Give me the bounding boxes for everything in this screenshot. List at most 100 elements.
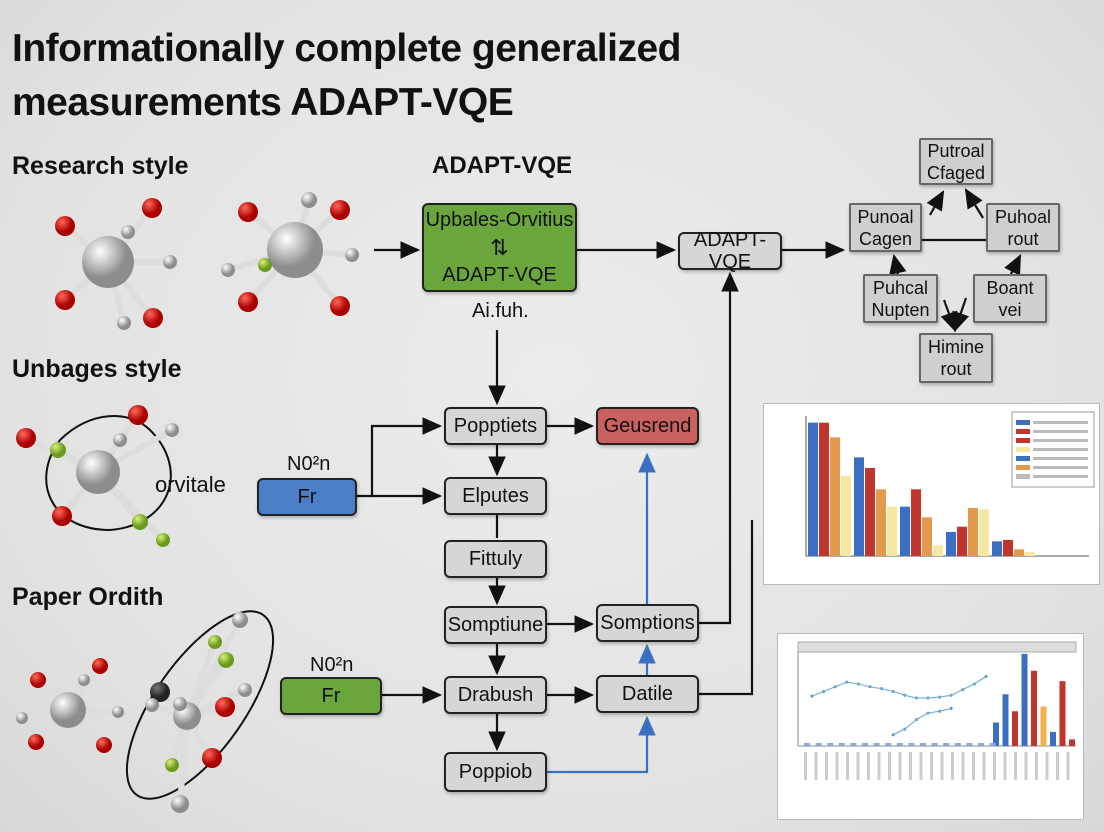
tick-label [919,752,923,780]
atom [132,514,148,530]
atom [52,506,72,526]
bar [1025,552,1035,556]
arrow [926,190,945,216]
atom [163,255,177,269]
atom [113,433,127,447]
atom [50,442,66,458]
green-box-caption: Ai.fuh. [472,300,529,322]
small-bar [978,743,984,746]
arrow [952,297,970,333]
tick-label [1045,752,1049,780]
box-label: Upbales-Orvitius [425,209,574,231]
small-bar [908,743,915,746]
box-label: Cagen [858,228,913,249]
bar [992,541,1002,556]
atom [202,748,222,768]
tick-label [814,752,818,780]
atom [165,758,179,772]
adapt-vqe-box[interactable]: ADAPT-VQE [678,229,782,273]
bar [968,508,978,556]
somptiune-box[interactable]: Somptiune [444,606,547,644]
box-label: rout [940,359,972,379]
atom [238,202,258,222]
elputes-box[interactable]: Elputes [444,477,547,515]
small-bar [931,743,938,746]
tick-label [1024,752,1028,780]
molecule [16,658,124,753]
bar [1050,731,1056,746]
small-bar [896,743,903,746]
bar [922,517,932,556]
blue-input-caption: N0²n [287,453,331,475]
bar [819,422,829,556]
small-bar [954,743,961,746]
atom [55,216,75,236]
bar [1021,653,1028,746]
watermark: Grok [1030,796,1070,816]
bar-chart-panel [763,403,1100,585]
bar [1059,681,1066,746]
bar [854,457,864,556]
drabush-box[interactable]: Drabush [444,676,547,714]
bar [830,437,840,556]
atom [16,428,36,448]
legend-text [1033,448,1088,451]
datile-box[interactable]: Datile [596,675,699,713]
arrow [964,188,984,219]
geusrend-box[interactable]: Geusrend [596,407,699,445]
fr-input-blue-box[interactable]: Fr [257,478,357,516]
atom [156,533,170,547]
bar [911,489,921,556]
small-bar [827,743,834,746]
fittuly-box[interactable]: Fittuly [444,540,547,578]
atom [171,795,189,813]
legend [1011,411,1095,488]
bar [1014,549,1024,556]
bar [1003,540,1013,556]
arrow [699,271,739,625]
popptiets-box[interactable]: Popptiets [444,407,547,445]
tick-label [972,752,975,780]
atom [232,612,248,628]
fr-input-green-box[interactable]: Fr [280,677,382,715]
small-bar [885,743,892,746]
combo-chart [797,641,1077,780]
small-bar [850,743,857,746]
legend-text [1033,430,1088,433]
molecule [221,192,359,316]
box-label: Boant [986,277,1034,298]
arrow [940,299,958,333]
heading-adapt-vqe: ADAPT-VQE [432,152,573,179]
bar [876,489,886,556]
atom [330,200,350,220]
bar [979,509,989,556]
tick-label [940,752,944,780]
heading-unbages-style: Unbages style [12,355,182,383]
atom [150,682,170,702]
legend-swatch [1016,420,1030,425]
atom [30,672,46,688]
molecule-illustrations [16,192,359,813]
title-line-1: Informationally complete generalized [12,27,682,70]
small-bar [989,743,996,746]
tick-label [961,752,965,780]
upbales-orvitius-box[interactable]: Upbales-Orvitius ⇅ ADAPT-VQE [422,203,577,292]
box-label: Punoal [857,206,914,227]
atom [345,248,359,262]
molecule [145,612,252,813]
arrow [889,253,907,276]
bar [1002,694,1009,746]
heading-research-style: Research style [12,152,189,180]
somptions-box[interactable]: Somptions [596,604,699,642]
atom [96,737,112,753]
legend-swatch [1016,438,1030,443]
tick-label [909,752,912,780]
poppiob-box[interactable]: Poppiob [444,752,547,792]
